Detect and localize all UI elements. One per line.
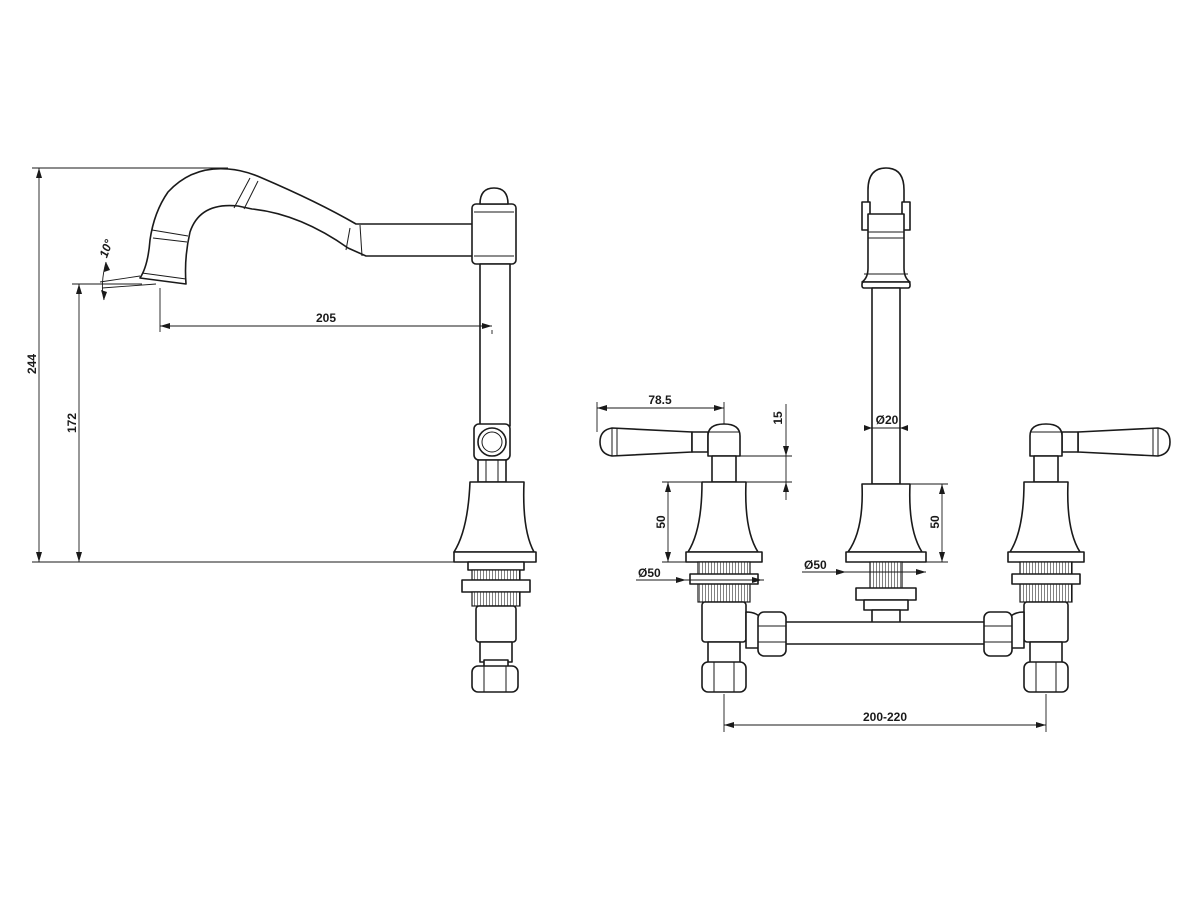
front-view: 78.5 15 50 50 Ø20 Ø50 Ø50 [596,167,1171,732]
front-bridge-fitting-left [757,611,787,657]
dim-spout-diameter: Ø20 [876,413,899,427]
dim-spout-height: 172 [65,413,79,433]
front-right-nut [1023,661,1069,693]
dim-spout-angle: 10° [97,238,116,260]
dim-base-diameter-left: Ø50 [638,566,661,580]
front-center-thread [869,561,903,591]
front-center-body [847,483,923,553]
front-right-lever [1077,427,1171,457]
front-spout-nozzle [861,213,911,283]
side-spout [139,167,475,285]
front-bridge-fitting-right [983,611,1013,657]
front-left-body [687,481,759,553]
front-riser [871,287,901,485]
dim-centers: 200-220 [863,710,907,724]
dim-spout-reach: 205 [316,311,336,325]
dim-handle-reach: 78.5 [648,393,672,407]
dim-body-height-left: 50 [654,515,668,529]
dim-body-height-right: 50 [928,515,942,529]
side-connector-nut [471,665,519,693]
side-spout-collar [471,203,517,265]
dim-overall-height: 244 [25,354,39,374]
front-left-lever [599,427,693,457]
front-right-body [1009,481,1081,553]
side-collar-cap [479,187,509,205]
dim-handle-height: 15 [771,411,785,425]
side-view: 244 172 205 10° [25,167,537,693]
dim-base-diameter-center: Ø50 [804,558,827,572]
front-left-cap [707,423,741,457]
side-riser [479,263,511,427]
side-thread-lower [471,591,521,607]
front-bridge-pipe [779,621,991,645]
front-left-nut [701,661,747,693]
front-spout-top [867,167,905,214]
side-thread-upper [471,569,521,581]
side-body [453,481,535,553]
front-right-cap [1029,423,1063,457]
